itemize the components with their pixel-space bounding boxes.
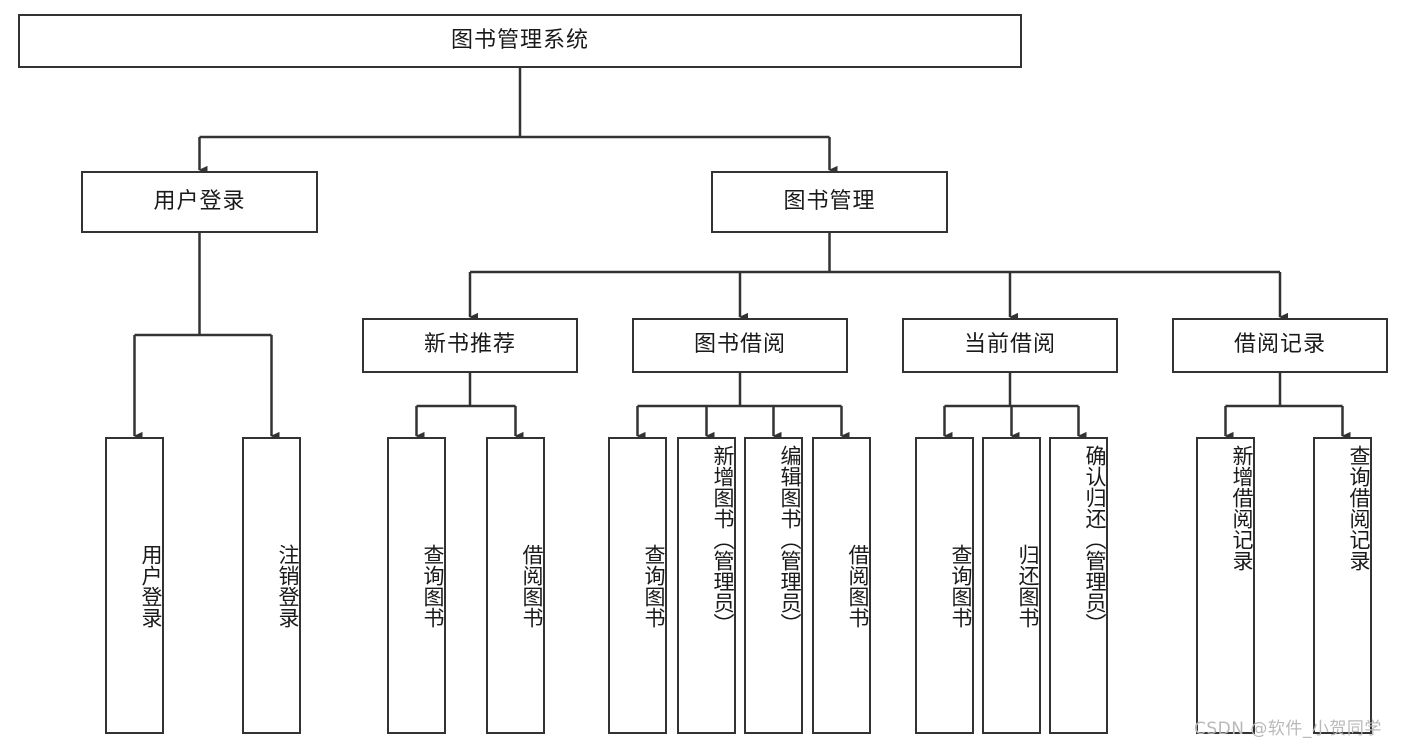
node-label: 新增借阅记录 xyxy=(1230,445,1254,571)
node-leaf-user-login[interactable]: 用户登录 xyxy=(105,437,164,734)
node-label: 注销登录 xyxy=(276,543,300,628)
node-label: 查询图书 xyxy=(421,543,445,628)
node-label: 图书管理 xyxy=(783,188,876,214)
node-leaf-query-book-1[interactable]: 查询图书 xyxy=(387,437,446,734)
node-label: 用户登录 xyxy=(139,543,163,628)
node-root[interactable]: 图书管理系统 xyxy=(18,14,1022,68)
node-leaf-confirm-return[interactable]: 确认归还（管理员） xyxy=(1049,437,1108,734)
node-leaf-query-record[interactable]: 查询借阅记录 xyxy=(1313,437,1372,734)
node-book-borrow[interactable]: 图书借阅 xyxy=(632,318,848,373)
node-label: 编辑图书（管理员） xyxy=(778,445,802,634)
node-leaf-add-record[interactable]: 新增借阅记录 xyxy=(1196,437,1255,734)
node-leaf-logout[interactable]: 注销登录 xyxy=(242,437,301,734)
node-label: 借阅图书 xyxy=(846,543,870,628)
node-new-book-rec[interactable]: 新书推荐 xyxy=(362,318,578,373)
node-leaf-add-book[interactable]: 新增图书（管理员） xyxy=(677,437,736,734)
node-label: 当前借阅 xyxy=(963,332,1056,358)
node-current-borrow[interactable]: 当前借阅 xyxy=(902,318,1118,373)
node-book-manage[interactable]: 图书管理 xyxy=(711,171,948,233)
node-label: 用户登录 xyxy=(153,188,246,214)
node-label: 图书管理系统 xyxy=(450,27,589,53)
node-label: 借阅图书 xyxy=(520,543,544,628)
node-leaf-return-book[interactable]: 归还图书 xyxy=(982,437,1041,734)
node-leaf-query-book-2[interactable]: 查询图书 xyxy=(608,437,667,734)
node-leaf-borrow-book-2[interactable]: 借阅图书 xyxy=(812,437,871,734)
node-label: 归还图书 xyxy=(1016,543,1040,628)
node-user-login[interactable]: 用户登录 xyxy=(81,171,318,233)
node-label: 新增图书（管理员） xyxy=(711,445,735,634)
node-leaf-edit-book[interactable]: 编辑图书（管理员） xyxy=(744,437,803,734)
node-label: 确认归还（管理员） xyxy=(1083,445,1107,634)
node-leaf-borrow-book-1[interactable]: 借阅图书 xyxy=(486,437,545,734)
node-label: 图书借阅 xyxy=(693,332,786,358)
csdn-watermark: CSDN @软件_小贺同学 xyxy=(1194,719,1382,739)
node-label: 新书推荐 xyxy=(423,332,516,358)
node-label: 查询图书 xyxy=(642,543,666,628)
node-label: 查询图书 xyxy=(949,543,973,628)
node-leaf-query-book-3[interactable]: 查询图书 xyxy=(915,437,974,734)
edges-group xyxy=(133,68,1351,441)
node-borrow-record[interactable]: 借阅记录 xyxy=(1172,318,1388,373)
node-label: 查询借阅记录 xyxy=(1347,445,1371,571)
node-label: 借阅记录 xyxy=(1233,332,1326,358)
